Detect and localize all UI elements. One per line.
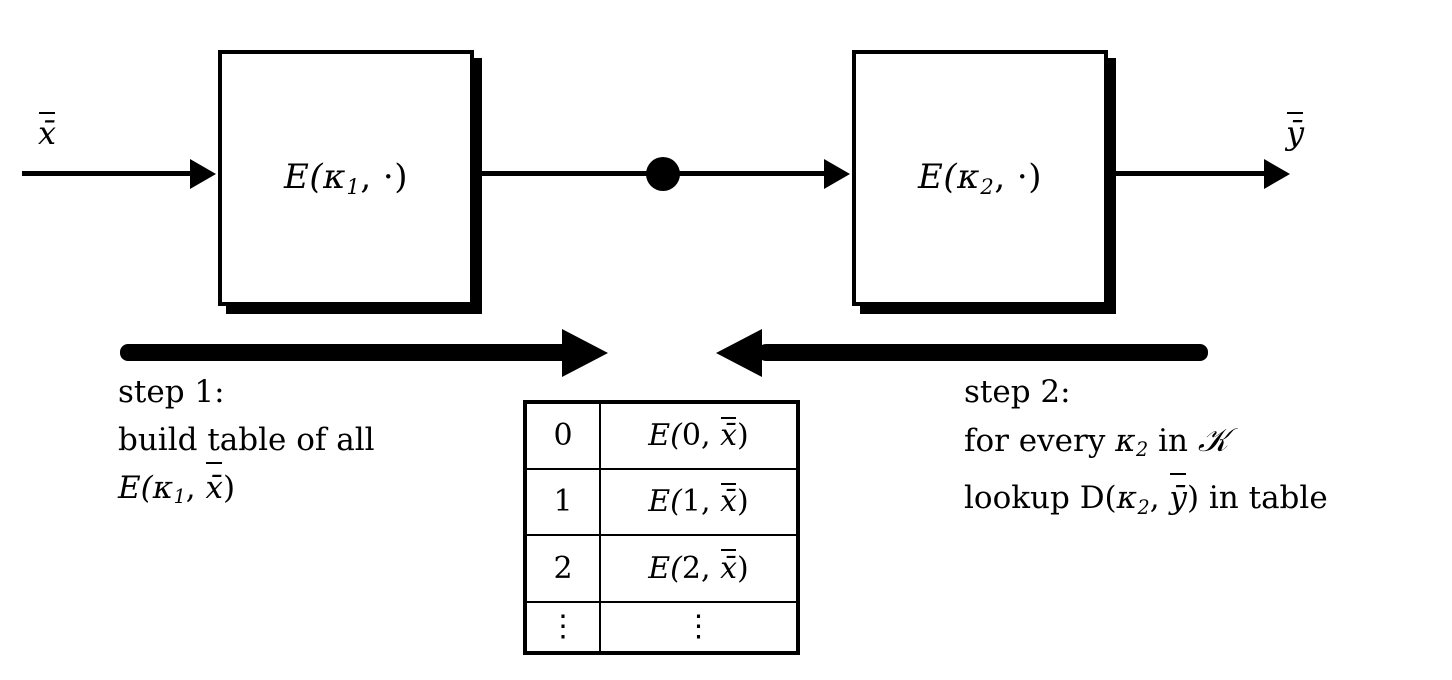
row1-value-arg: x̄	[720, 482, 737, 520]
lookup-table-grid: 0 E(0, x̄) 1 E(1, x̄) 2 E(2, x̄)	[527, 404, 796, 651]
junction-dot-icon	[646, 157, 680, 191]
step2-line-1: step 2:	[964, 374, 1071, 410]
cipher-block-enc2-label: E(κ2, ·)	[918, 157, 1042, 199]
row2-value-mid: ,	[700, 550, 721, 586]
step2-arrow-shaft	[758, 344, 1208, 361]
step1-line3-prefix: E(	[118, 470, 153, 506]
middle-wire-arrowhead-icon	[824, 159, 850, 189]
table-cell-value: E(2, x̄)	[599, 534, 796, 603]
table-cell-value: E(0, x̄)	[599, 404, 796, 470]
step2-line3-arg: ȳ	[1169, 472, 1187, 522]
enc1-key-subscript: 1	[346, 173, 361, 199]
enc1-suffix: , ·)	[360, 157, 408, 198]
row0-value-arg: x̄	[720, 416, 737, 454]
row0-value-key: 0	[681, 418, 701, 454]
step2-arrowhead-icon	[716, 329, 762, 377]
enc2-key-subscript: 2	[980, 173, 995, 199]
table-cell-value: E(1, x̄)	[599, 467, 796, 537]
table-cell-key: 2	[527, 534, 601, 603]
step1-line-2: build table of all	[118, 422, 375, 458]
table-row: 2 E(2, x̄)	[527, 534, 796, 603]
row1-value-suffix: )	[736, 484, 749, 520]
step2-line-2: for every κ2 in 𝒦	[964, 416, 1328, 474]
table-cell-key: 1	[527, 467, 601, 537]
step2-line3-mid: ,	[1149, 480, 1170, 517]
enc2-suffix: , ·)	[994, 157, 1042, 198]
row2-value-suffix: )	[736, 550, 749, 586]
row1-value-mid: ,	[700, 484, 721, 520]
step2-line3-key-symbol: κ	[1116, 480, 1137, 517]
table-cell-value-ellipsis: ⋮	[599, 600, 796, 651]
row0-value-prefix: E(	[648, 418, 682, 454]
step1-line3-suffix: )	[223, 470, 236, 506]
input-label-xbar: x̄	[38, 112, 57, 152]
step2-line-3: lookup D(κ2, ȳ) in table	[964, 472, 1328, 531]
step1-line3-arg: x̄	[206, 462, 223, 512]
output-wire	[1108, 171, 1270, 176]
step1-line3-key-symbol: κ	[152, 470, 174, 506]
step2-text-block: step 2: for every κ2 in 𝒦 lookup D(κ2, y…	[964, 368, 1328, 532]
cipher-block-enc1: E(κ1, ·)	[218, 50, 474, 306]
table-cell-key-ellipsis: ⋮	[527, 600, 601, 651]
step1-arrowhead-icon	[562, 329, 608, 377]
enc2-prefix: E(	[918, 157, 958, 198]
table-row: 0 E(0, x̄)	[527, 404, 796, 470]
row1-value-key: 1	[681, 484, 701, 520]
output-label-ybar: ȳ	[1286, 112, 1305, 152]
enc1-prefix: E(	[284, 157, 324, 198]
step1-line-3: E(κ1, x̄)	[118, 462, 375, 521]
step2-line2-mid: in	[1148, 423, 1198, 459]
enc1-key-symbol: κ	[323, 157, 346, 198]
table-row: ⋮ ⋮	[527, 600, 796, 651]
step1-text-block: step 1: build table of all E(κ1, x̄)	[118, 368, 375, 521]
row0-value-suffix: )	[736, 418, 749, 454]
input-label-text: x̄	[38, 112, 57, 152]
step1-arrow-shaft	[120, 344, 570, 361]
row1-value-prefix: E(	[648, 484, 682, 520]
table-row: 1 E(1, x̄)	[527, 467, 796, 537]
step2-line3-suffix: ) in table	[1186, 480, 1328, 517]
row2-value-prefix: E(	[648, 550, 682, 586]
step2-line2-key-symbol: κ	[1115, 423, 1136, 459]
row2-value-arg: x̄	[720, 549, 737, 586]
step2-line2-prefix: for every	[964, 423, 1116, 459]
enc2-key-symbol: κ	[957, 157, 980, 198]
table-cell-key: 0	[527, 404, 601, 470]
input-wire	[22, 171, 192, 176]
output-label-text: ȳ	[1286, 112, 1305, 152]
step1-line-1: step 1:	[118, 374, 225, 410]
step2-line3-prefix: lookup D(	[964, 480, 1117, 517]
step2-line3-key-subscript: 2	[1137, 495, 1150, 519]
cipher-block-enc1-label: E(κ1, ·)	[284, 157, 408, 199]
step1-line3-key-subscript: 1	[173, 485, 186, 509]
step2-line2-key-subscript: 2	[1136, 438, 1149, 462]
step2-line2-keyspace-symbol: 𝒦	[1197, 420, 1229, 459]
step1-line3-mid: ,	[185, 470, 206, 506]
cipher-block-enc2: E(κ2, ·)	[852, 50, 1108, 306]
lookup-table: 0 E(0, x̄) 1 E(1, x̄) 2 E(2, x̄)	[523, 400, 800, 655]
input-wire-arrowhead-icon	[190, 159, 216, 189]
output-wire-arrowhead-icon	[1264, 159, 1290, 189]
row0-value-mid: ,	[700, 418, 721, 454]
row2-value-key: 2	[681, 550, 701, 586]
